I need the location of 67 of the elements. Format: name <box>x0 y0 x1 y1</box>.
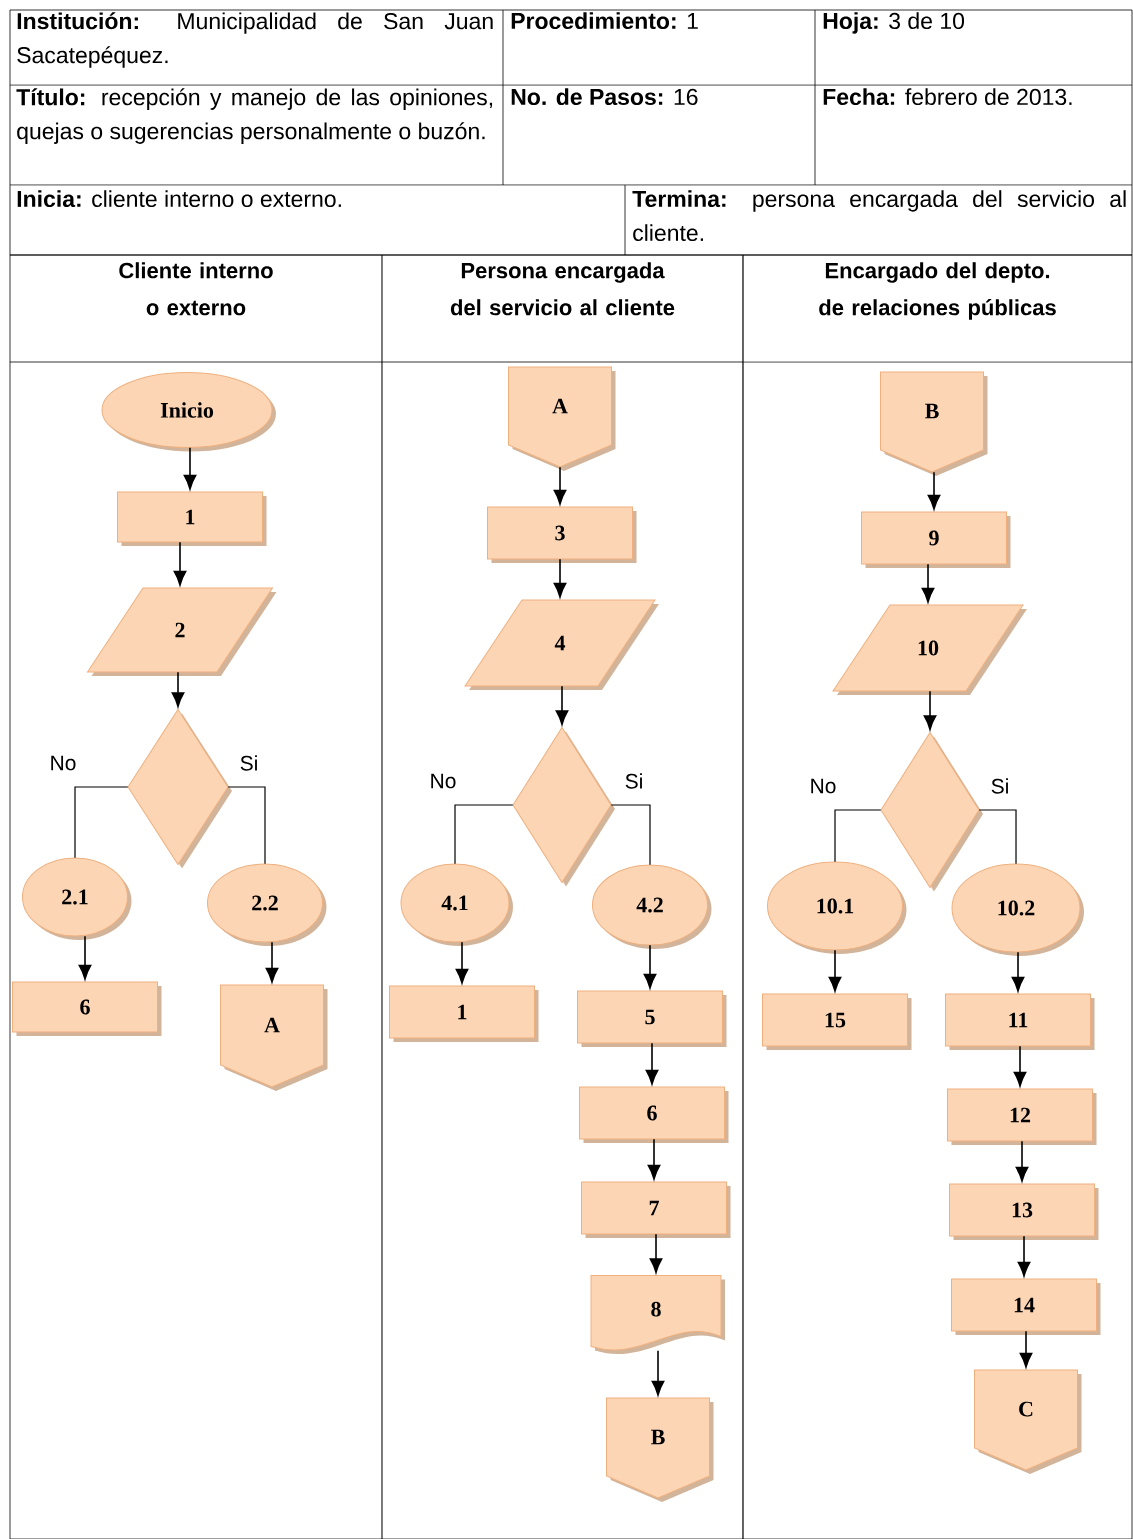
arrow <box>1013 1045 1027 1087</box>
arrow <box>921 563 935 603</box>
process-box: 14 <box>951 1278 1101 1335</box>
decision-diamond <box>127 709 232 869</box>
arrow <box>643 944 657 989</box>
connector-line <box>834 809 882 863</box>
process-box: 12 <box>947 1088 1097 1145</box>
edge-label: No <box>48 754 78 772</box>
input-parallelogram: 10 <box>832 604 1027 695</box>
table-cell: No. de Pasos: 16 <box>511 88 698 106</box>
arrow <box>78 935 92 980</box>
arrow <box>265 941 279 983</box>
arrow <box>1011 951 1025 992</box>
connector-line <box>227 786 266 865</box>
offpage-connector: B <box>606 1397 714 1502</box>
process-box: 13 <box>949 1183 1099 1240</box>
arrow <box>555 685 569 726</box>
process-box: 15 <box>762 993 912 1050</box>
connector-line <box>610 804 651 866</box>
arrow <box>649 1233 663 1274</box>
process-box: 1 <box>389 985 539 1042</box>
arrow <box>553 466 567 505</box>
arrow <box>1015 1140 1029 1182</box>
table-cell: Institución: Municipalidad de San Juan Sacatepéquez. <box>17 12 493 68</box>
edge-label: Si <box>989 777 1011 795</box>
arrow <box>927 471 941 510</box>
arrow <box>1019 1330 1033 1368</box>
arrow <box>1017 1235 1031 1277</box>
input-parallelogram: 2 <box>87 587 277 676</box>
offpage-connector: A <box>220 984 328 1091</box>
process-box: 6 <box>579 1086 729 1143</box>
table-cell: Título: recepción y manejo de las opiniones, quejas o sugerencias personalmente o buzón. <box>16 88 493 144</box>
decision-diamond <box>880 732 983 892</box>
arrow <box>647 1138 661 1180</box>
process-box: 6 <box>12 981 162 1036</box>
input-parallelogram: 4 <box>464 599 659 690</box>
arrow <box>553 558 567 598</box>
offpage-connector: C <box>974 1369 1082 1474</box>
process-box: 11 <box>945 993 1095 1050</box>
process-box: 3 <box>487 506 637 563</box>
arrow <box>455 941 469 984</box>
arrow <box>173 541 187 586</box>
process-box: 9 <box>861 511 1011 568</box>
table-cell: Termina: persona encargada del servicio al cliente. <box>632 190 1126 242</box>
arrow <box>183 446 197 490</box>
arrow <box>645 1042 659 1085</box>
edge-label: No <box>428 772 458 790</box>
edge-label: Si <box>238 754 260 772</box>
table-cell: Hoja: 3 de 10 <box>823 12 965 34</box>
edge-label: No <box>808 777 838 795</box>
process-box: 7 <box>581 1181 731 1238</box>
arrow <box>651 1349 665 1396</box>
process-box: 1 <box>117 491 267 546</box>
offpage-connector: A <box>508 366 616 471</box>
arrow <box>171 671 185 708</box>
offpage-connector: B <box>880 371 988 476</box>
decision-diamond <box>512 727 615 887</box>
table-cell: Procedimiento: 1 <box>511 12 698 30</box>
connector-line <box>978 809 1017 865</box>
process-box: 5 <box>577 990 727 1047</box>
edge-label: Si <box>623 772 645 790</box>
arrow <box>828 949 842 992</box>
table-cell: Fecha: febrero de 2013. <box>823 88 1072 106</box>
connector-line <box>74 786 129 859</box>
arrow <box>923 690 937 731</box>
table-cell: Inicia: cliente interno o externo. <box>17 190 341 208</box>
connector-line <box>454 804 514 865</box>
